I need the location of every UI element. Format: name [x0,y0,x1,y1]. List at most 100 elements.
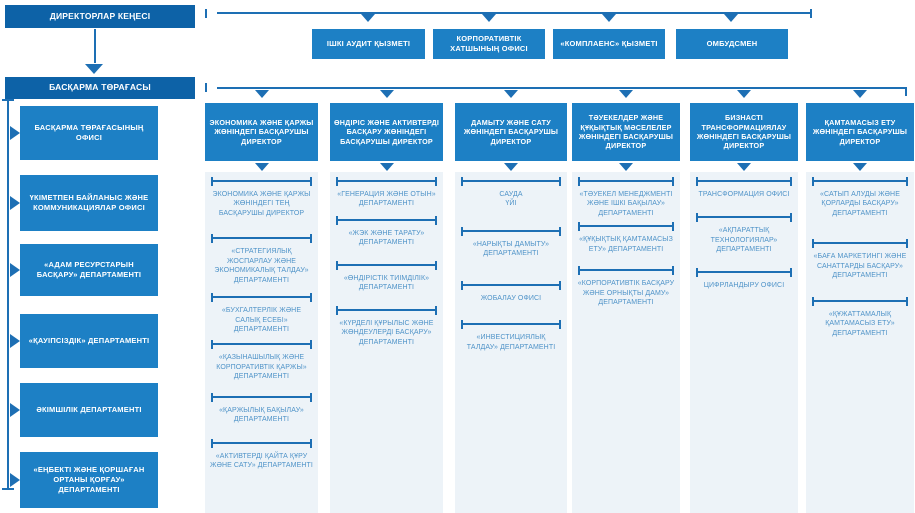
connector-line [217,87,906,89]
director-box: ҚАМТАМАСЫЗ ЕТУ ЖӨНІНДЕГІ БАСҚАРУШЫ ДИРЕК… [806,103,914,161]
separator-line [696,213,792,223]
left-unit-chairman-office: БАСҚАРМА ТӨРАҒАСЫНЫҢ ОФИСІ [20,106,158,160]
director-label: ТӘУЕКЕЛДЕР ЖӘНЕ ҚҰҚЫҚТЫҚ МӘСЕЛЕЛЕР ЖӨНІН… [578,113,674,151]
top-unit-internal-audit: ІШКІ АУДИТ ҚЫЗМЕТІ [312,29,425,59]
left-unit-label: «ЕҢБЕКТІ ЖӘНЕ ҚОРШАҒАН ОРТАНЫ ҚОРҒАУ» ДЕ… [33,465,145,494]
department-item: «ҚҰЖАТТАМАЛЫҚ ҚАМТАМАСЫЗ ЕТУ» ДЕПАРТАМЕН… [811,296,909,338]
arrow-right-icon [10,196,20,210]
separator-line [336,177,437,186]
connector-tick [905,87,907,96]
separator-line [812,296,908,306]
separator-line [336,305,437,315]
arrow-right-icon [10,126,20,140]
director-box: ЭКОНОМИКА ЖӘНЕ ҚАРЖЫ ЖӨНІНДЕГІ БАСҚАРУШЫ… [205,103,318,161]
director-box: ӨНДІРІС ЖӘНЕ АКТИВТЕРДІ БАСҚАРУ ЖӨНІНДЕГ… [330,103,443,161]
arrow-right-icon [10,403,20,417]
separator-line [336,260,437,270]
column-panel: ЭКОНОМИКА ЖӘНЕ ҚАРЖЫ ЖӨНІНДЕГІ ТЕҢ БАСҚА… [205,172,318,513]
left-unit-label: БАСҚАРМА ТӨРАҒАСЫНЫҢ ОФИСІ [34,123,144,142]
connector-tick [810,9,812,18]
arrow-down-icon [853,163,867,171]
arrow-down-icon [602,14,616,22]
department-item: ЖОБАЛАУ ОФИСІ [460,280,562,303]
department-item: «СТРАТЕГИЯЛЫҚ ЖОСПАРЛАУ ЖӘНЕ ЭКОНОМИКАЛЫ… [210,234,313,285]
director-box: БИЗНАСТІ ТРАНСФОРМАЦИЯЛАУ ЖӨНІНДЕГІ БАСҚ… [690,103,798,161]
department-label: ЭКОНОМИКА ЖӘНЕ ҚАРЖЫ ЖӨНІНДЕГІ ТЕҢ БАСҚА… [212,191,311,217]
department-label: «БУХГАЛТЕРЛІК ЖӘНЕ САЛЫҚ ЕСЕБІ» ДЕПАРТАМ… [221,307,302,333]
department-item: «АҚПАРАТТЫҚ ТЕХНОЛОГИЯЛАР» ДЕПАРТАМЕНТІ [695,213,793,254]
department-item: «ҚҰҚЫҚТЫҚ ҚАМТАМАСЫЗ ЕТУ» ДЕПАРТАМЕНТІ [577,222,675,254]
arrow-down-icon [724,14,738,22]
department-item: «ӨНДІРІСТІК ТИІМДІЛІК» ДЕПАРТАМЕНТІ [335,260,438,293]
arrow-down-icon [853,90,867,98]
department-item: «АКТИВТЕРДІ ҚАЙТА ҚҰРУ ЖӘНЕ САТУ» ДЕПАРТ… [210,438,313,471]
separator-line [578,266,674,276]
separator-line [211,177,312,186]
director-label: ЭКОНОМИКА ЖӘНЕ ҚАРЖЫ ЖӨНІНДЕГІ БАСҚАРУШЫ… [209,117,314,146]
department-item: САУДА ҮЙІ [460,177,562,209]
separator-line [211,234,312,244]
department-item: ЦИФРЛАНДЫРУ ОФИСІ [695,267,793,290]
separator-line [211,438,312,448]
department-label: «КОРПОРАТИВТІК БАСҚАРУ ЖӘНЕ ОРНЫҚТЫ ДАМУ… [577,280,675,307]
department-label: «ЖЭК ЖӘНЕ ТАРАТУ» ДЕПАРТАМЕНТІ [348,229,425,247]
connector-line [7,99,9,490]
arrow-right-icon [10,334,20,348]
arrow-down-icon [737,163,751,171]
department-label: «ӨНДІРІСТІК ТИІМДІЛІК» ДЕПАРТАМЕНТІ [343,274,430,292]
arrow-down-icon [85,64,103,74]
left-unit-label: «АДАМ РЕСУРСТАРЫН БАСҚАРУ» ДЕПАРТАМЕНТІ [36,260,142,279]
department-label: «ИНВЕСТИЦИЯЛЫҚ ТАЛДАУ» ДЕПАРТАМЕНТІ [466,334,556,351]
separator-line [696,177,792,186]
left-unit-labor-environment-department: «ЕҢБЕКТІ ЖӘНЕ ҚОРШАҒАН ОРТАНЫ ҚОРҒАУ» ДЕ… [20,452,158,508]
department-label: «АҚПАРАТТЫҚ ТЕХНОЛОГИЯЛАР» ДЕПАРТАМЕНТІ [710,227,778,254]
separator-line [461,280,561,290]
director-label: БИЗНАСТІ ТРАНСФОРМАЦИЯЛАУ ЖӨНІНДЕГІ БАСҚ… [696,113,792,151]
arrow-down-icon [504,90,518,98]
department-label: «КҮРДЕЛІ ҚҰРЫЛЫС ЖӘНЕ ЖӨНДЕУЛЕРДІ БАСҚАР… [339,319,434,346]
department-item: ТРАНСФОРМАЦИЯ ОФИСІ [695,177,793,199]
separator-line [461,226,561,236]
department-item: «ҚАРЖЫЛЫҚ БАҚЫЛАУ» ДЕПАРТАМЕНТІ [210,392,313,425]
department-item: «КҮРДЕЛІ ҚҰРЫЛЫС ЖӘНЕ ЖӨНДЕУЛЕРДІ БАСҚАР… [335,305,438,347]
department-label: ЦИФРЛАНДЫРУ ОФИСІ [703,281,785,289]
left-unit-label: ӘКІМШІЛІК ДЕПАРТАМЕНТІ [36,405,142,415]
department-label: «ҚҰЖАТТАМАЛЫҚ ҚАМТАМАСЫЗ ЕТУ» ДЕПАРТАМЕН… [825,310,895,337]
column-panel: САУДА ҮЙІ «НАРЫҚТЫ ДАМЫТУ» ДЕПАРТАМЕНТІ … [455,172,567,513]
arrow-right-icon [10,263,20,277]
department-label: «НАРЫҚТЫ ДАМЫТУ» ДЕПАРТАМЕНТІ [472,240,550,258]
arrow-down-icon [504,163,518,171]
department-item: «ГЕНЕРАЦИЯ ЖӘНЕ ОТЫН» ДЕПАРТАМЕНТІ [335,177,438,209]
separator-line [812,239,908,249]
connector-tick [205,83,207,92]
column-panel: «ГЕНЕРАЦИЯ ЖӘНЕ ОТЫН» ДЕПАРТАМЕНТІ «ЖЭК … [330,172,443,513]
department-item: «НАРЫҚТЫ ДАМЫТУ» ДЕПАРТАМЕНТІ [460,226,562,259]
connector-tick [205,9,207,18]
director-label: ДАМЫТУ ЖӘНЕ САТУ ЖӨНІНДЕГІ БАСҚАРУШЫ ДИР… [463,117,559,146]
department-label: САУДА ҮЙІ [499,191,523,208]
arrow-down-icon [254,163,269,171]
department-item: «ИНВЕСТИЦИЯЛЫҚ ТАЛДАУ» ДЕПАРТАМЕНТІ [460,320,562,352]
board-of-directors-label: ДИРЕКТОРЛАР КЕҢЕСІ [49,10,151,21]
department-label: «ҚАЗЫНАШЫЛЫҚ ЖӘНЕ КОРПОРАТИВТІК ҚАРЖЫ» Д… [216,354,307,381]
left-unit-security-department: «ҚАУІПСІЗДІК» ДЕПАРТАМЕНТІ [20,314,158,368]
separator-line [336,215,437,225]
separator-line [461,177,561,186]
arrow-down-icon [737,90,751,98]
connector-line [217,12,811,14]
department-label: «СТРАТЕГИЯЛЫҚ ЖОСПАРЛАУ ЖӘНЕ ЭКОНОМИКАЛЫ… [214,248,309,284]
department-label: «АКТИВТЕРДІ ҚАЙТА ҚҰРУ ЖӘНЕ САТУ» ДЕПАРТ… [210,452,313,469]
director-label: ҚАМТАМАСЫЗ ЕТУ ЖӨНІНДЕГІ БАСҚАРУШЫ ДИРЕК… [812,117,908,146]
left-unit-label: «ҚАУІПСІЗДІК» ДЕПАРТАМЕНТІ [28,336,150,346]
top-unit-label: ІШКІ АУДИТ ҚЫЗМЕТІ [326,39,411,49]
separator-line [211,340,312,350]
arrow-down-icon [482,14,496,22]
separator-line [696,267,792,277]
separator-line [211,293,312,303]
top-unit-compliance: «КОМПЛАЕНС» ҚЫЗМЕТІ [553,29,665,59]
arrow-down-icon [380,90,394,98]
connector-line [94,29,96,63]
management-board-chairman-box: БАСҚАРМА ТӨРАҒАСЫ [5,77,195,99]
column-panel: «САТЫП АЛУДЫ ЖӘНЕ ҚОРЛАРДЫ БАСҚАРУ» ДЕПА… [806,172,914,513]
